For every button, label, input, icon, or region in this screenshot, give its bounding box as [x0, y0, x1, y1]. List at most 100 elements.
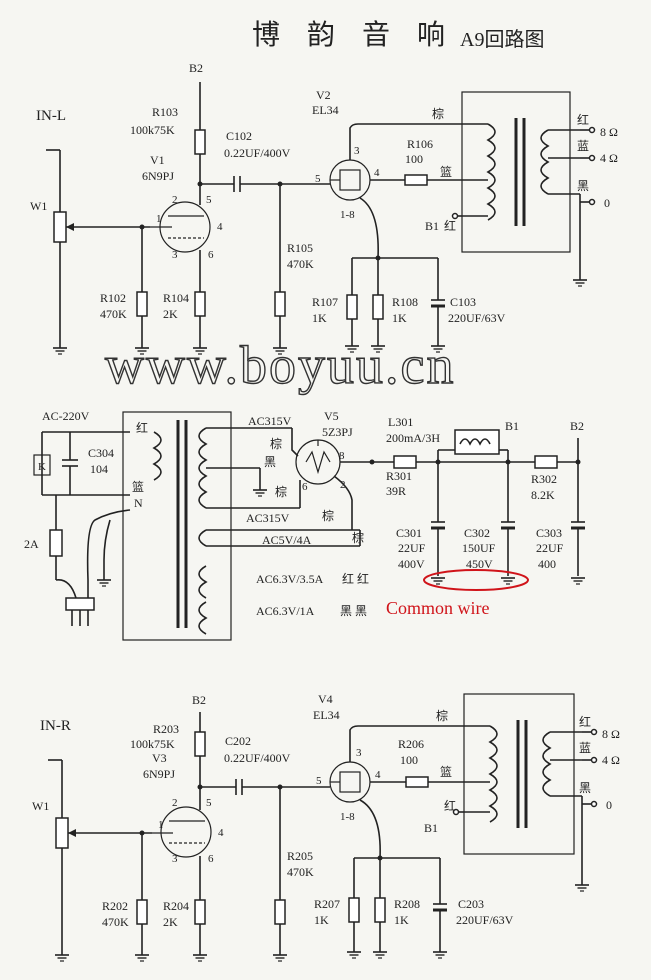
w1-label-left: W1 [30, 199, 47, 213]
tube-v3 [160, 806, 212, 858]
svg-text:黑: 黑 [577, 179, 589, 193]
ac63v-1a-label: AC6.3V/1A [256, 604, 315, 618]
output-4ohm-left: 4 Ω [600, 151, 618, 165]
svg-text:红: 红 [579, 714, 591, 729]
r106-value: 100 [405, 152, 423, 166]
r202-label: R202 [102, 899, 128, 913]
svg-text:3: 3 [356, 747, 362, 759]
resistor-r206 [405, 776, 429, 788]
svg-text:4: 4 [374, 167, 380, 179]
ac315v-top: AC315V [248, 414, 292, 428]
resistor-r301 [393, 455, 417, 469]
svg-text:黑 黑: 黑 黑 [340, 604, 367, 618]
ac315v-bottom: AC315V [246, 511, 290, 525]
v4-type: EL34 [313, 708, 340, 722]
svg-text:8: 8 [339, 450, 345, 462]
output-4ohm-right: 4 Ω [602, 753, 620, 767]
svg-text:篮: 篮 [132, 479, 144, 494]
v3-label: V3 [152, 751, 167, 765]
r108-value: 1K [392, 311, 407, 325]
b2-label-right: B2 [192, 693, 206, 707]
b1-label-right: B1 [424, 821, 438, 835]
r302-label: R302 [531, 472, 557, 486]
ac63v-35a-label: AC6.3V/3.5A [256, 572, 324, 586]
svg-text:5: 5 [316, 775, 322, 787]
v1-type: 6N9PJ [142, 169, 174, 183]
ac5v-label: AC5V/4A [262, 533, 312, 547]
svg-text:棕: 棕 [275, 484, 287, 499]
svg-text:篮: 篮 [440, 164, 452, 179]
svg-text:红: 红 [444, 798, 456, 813]
r206-label: R206 [398, 737, 424, 751]
input-left-label: IN-L [36, 108, 66, 124]
fuse-2a [49, 529, 63, 557]
v2-type: EL34 [312, 103, 339, 117]
r208-label: R208 [394, 897, 420, 911]
svg-text:2: 2 [340, 479, 346, 491]
svg-text:5: 5 [206, 797, 212, 809]
r104-value: 2K [163, 307, 178, 321]
tube-v5-rectifier [295, 439, 341, 485]
r107-label: R107 [312, 295, 338, 309]
l301-value: 200mA/3H [386, 431, 440, 445]
svg-text:篮: 篮 [440, 764, 452, 779]
fuse-label: 2A [24, 537, 39, 551]
c203-label: C203 [458, 897, 484, 911]
svg-text:棕: 棕 [432, 106, 444, 121]
b1-label-power: B1 [505, 419, 519, 433]
svg-text:黑: 黑 [579, 781, 591, 795]
common-wire-annotation: Common wire [386, 598, 490, 618]
output-transformer-right [463, 693, 575, 855]
c303-label: C303 [536, 526, 562, 540]
c301-value1: 22UF [398, 541, 426, 555]
c103-value: 220UF/63V [448, 311, 506, 325]
svg-text:棕: 棕 [270, 436, 282, 451]
svg-text:N: N [134, 496, 143, 510]
svg-text:棕: 棕 [322, 508, 334, 523]
r301-value: 39R [386, 484, 406, 498]
r204-label: R204 [163, 899, 189, 913]
power-transformer [122, 411, 232, 641]
v2-label: V2 [316, 88, 331, 102]
svg-text:蓝: 蓝 [579, 741, 591, 755]
svg-text:3: 3 [172, 853, 178, 865]
v4-pin-1-8: 1-8 [340, 811, 355, 823]
v5-type: 5Z3PJ [322, 425, 353, 439]
c302-label: C302 [464, 526, 490, 540]
common-wire-marker [423, 569, 529, 591]
svg-text:红: 红 [136, 420, 148, 435]
v5-label: V5 [324, 409, 339, 423]
resistor-r108 [372, 294, 384, 320]
output-0-right: 0 [606, 798, 612, 812]
r108-label: R108 [392, 295, 418, 309]
c303-value2: 400 [538, 557, 556, 571]
diagram-title: 博 韵 音 响 [252, 19, 455, 51]
svg-text:5: 5 [206, 194, 212, 206]
b1-label-left: B1 [425, 219, 439, 233]
svg-text:3: 3 [354, 145, 360, 157]
svg-text:3: 3 [172, 249, 178, 261]
ground-icon [52, 347, 68, 355]
resistor-r102 [136, 291, 148, 317]
svg-text:1: 1 [156, 213, 162, 225]
v4-label: V4 [318, 692, 333, 706]
svg-text:6: 6 [208, 249, 214, 261]
c301-label: C301 [396, 526, 422, 540]
c102-value: 0.22UF/400V [224, 146, 291, 160]
resistor-r207 [348, 897, 360, 923]
potentiometer-w1-right [55, 817, 69, 849]
watermark-text: www.boyuu.cn [105, 335, 455, 395]
r104-label: R104 [163, 291, 189, 305]
r301-label: R301 [386, 469, 412, 483]
svg-text:4: 4 [218, 827, 224, 839]
c202-label: C202 [225, 734, 251, 748]
resistor-r302 [534, 455, 558, 469]
svg-text:4: 4 [217, 221, 223, 233]
svg-text:4: 4 [375, 769, 381, 781]
r208-value: 1K [394, 913, 409, 927]
r105-label: R105 [287, 241, 313, 255]
svg-text:红 红: 红 红 [342, 571, 369, 586]
svg-text:棕: 棕 [352, 530, 364, 545]
c203-value: 220UF/63V [456, 913, 514, 927]
